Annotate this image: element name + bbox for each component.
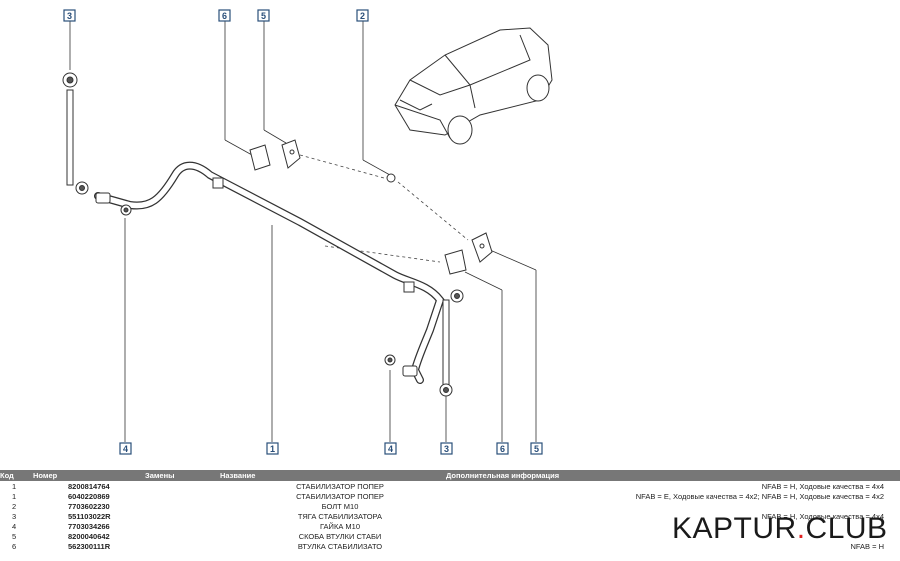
cell-info: NFAB = H — [850, 542, 884, 551]
callout-label: 4 — [123, 444, 128, 454]
table-row[interactable]: 5 8200040642 СКОБА ВТУЛКИ СТАБИ — [0, 532, 900, 542]
cell-number: 562300111R — [68, 542, 111, 551]
header-name: Название — [220, 471, 256, 480]
parts-table: Код Номер Замены Название Дополнительная… — [0, 470, 900, 561]
callout-label: 5 — [534, 444, 539, 454]
watermark: KAPTUR.CLUB — [672, 512, 888, 546]
cell-number: 8200814764 — [68, 482, 110, 491]
cell-number: 551103022R — [68, 512, 111, 521]
bushes-clamps — [249, 139, 493, 275]
cell-name: ГАЙКА M10 — [320, 522, 360, 531]
cell-number: 6040220869 — [68, 492, 110, 501]
callout-label: 2 — [360, 11, 365, 21]
callout-label: 6 — [500, 444, 505, 454]
callout-label: 1 — [270, 444, 275, 454]
cell-code: 1 — [12, 492, 17, 501]
table-row[interactable]: 3 551103022R ТЯГА СТАБИЛИЗАТОРА NFAB = H… — [0, 512, 900, 522]
stabilizer-bar — [94, 161, 445, 384]
watermark-part3: CLUB — [805, 512, 888, 545]
cell-name: ТЯГА СТАБИЛИЗАТОРА — [297, 512, 383, 521]
table-row[interactable]: 4 7703034266 ГАЙКА M10 — [0, 522, 900, 532]
callout-label: 3 — [67, 11, 72, 21]
watermark-part1: KAPTUR — [672, 512, 797, 545]
table-row[interactable]: 1 6040220869 СТАБИЛИЗАТОР ПОПЕР NFAB = E… — [0, 492, 900, 502]
table-row[interactable]: 6 562300111R ВТУЛКА СТАБИЛИЗАТО NFAB = H — [0, 542, 900, 552]
callout-label: 3 — [444, 444, 449, 454]
cell-code: 1 — [12, 482, 17, 491]
parts-diagram: 3 6 5 2 4 1 4 3 6 5 — [62, 9, 553, 455]
cell-name: СТАБИЛИЗАТОР ПОПЕР — [296, 492, 384, 501]
cell-info: NFAB = E, Ходовые качества = 4x2; NFAB =… — [635, 492, 884, 501]
stabilizer-link-left — [62, 72, 132, 216]
table-row[interactable]: 2 7703602230 БОЛТ M10 — [0, 502, 900, 512]
table-header: Код Номер Замены Название Дополнительная… — [0, 470, 900, 481]
cell-name: СТАБИЛИЗАТОР ПОПЕР — [296, 482, 384, 491]
header-replacements: Замены — [145, 471, 175, 480]
cell-name: ВТУЛКА СТАБИЛИЗАТО — [297, 542, 383, 551]
callout-label: 6 — [222, 11, 227, 21]
cell-code: 2 — [12, 502, 17, 511]
cell-info: NFAB = H, Ходовые качества = 4x4 — [761, 482, 884, 491]
header-info: Дополнительная информация — [446, 471, 560, 480]
cell-name: СКОБА ВТУЛКИ СТАБИ — [298, 532, 382, 541]
watermark-dot: . — [796, 512, 806, 545]
cell-number: 8200040642 — [68, 532, 110, 541]
callout-label: 5 — [261, 11, 266, 21]
cell-code: 6 — [12, 542, 17, 551]
leader-lines — [69, 20, 537, 442]
cell-name: БОЛТ M10 — [321, 502, 359, 511]
callout-label: 4 — [388, 444, 393, 454]
header-code: Код — [0, 471, 14, 480]
cell-code: 4 — [12, 522, 17, 531]
callouts-top: 3 6 5 2 — [63, 9, 369, 22]
cell-number: 7703034266 — [68, 522, 110, 531]
stabilizer-link-right — [384, 289, 464, 397]
header-number: Номер — [33, 471, 58, 480]
cell-code: 5 — [12, 532, 17, 541]
table-row[interactable]: 1 8200814764 СТАБИЛИЗАТОР ПОПЕР NFAB = H… — [0, 482, 900, 492]
cell-code: 3 — [12, 512, 17, 521]
callouts-bottom: 4 1 4 3 6 5 — [119, 442, 543, 455]
cell-number: 7703602230 — [68, 502, 110, 511]
cell-info: NFAB = H, Ходовые качества = 4x4 — [761, 512, 884, 521]
car-illustration — [394, 27, 553, 145]
